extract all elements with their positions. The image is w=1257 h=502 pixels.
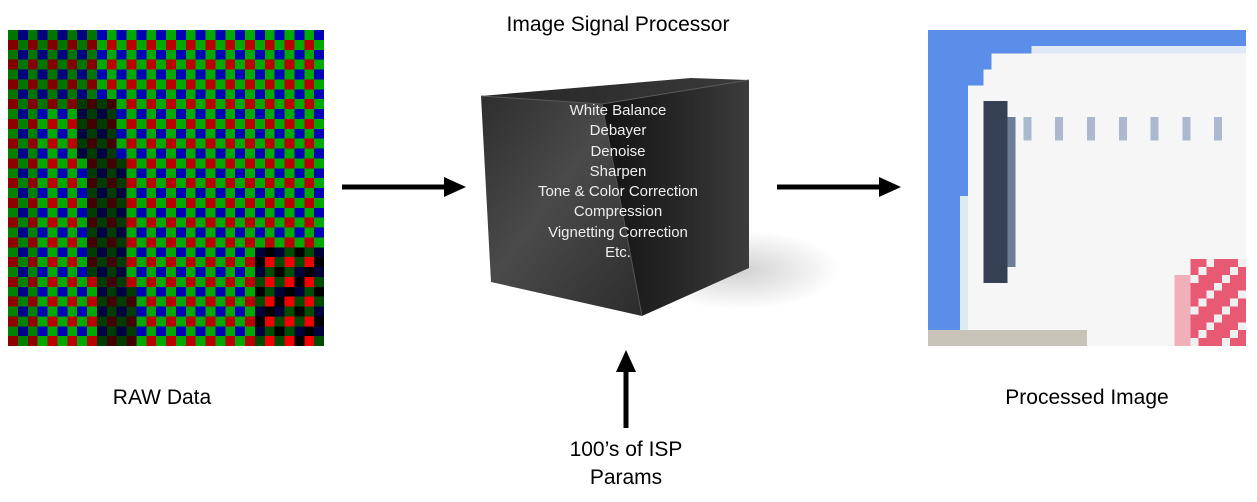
isp-cube-icon	[480, 78, 840, 317]
isp-params-label-line2: Params	[589, 466, 663, 489]
processing-step: Sharpen	[589, 162, 647, 180]
processing-step: Etc.	[605, 244, 631, 262]
isp-params-label-line1: 100’s of ISP	[569, 438, 683, 461]
raw-data-label: RAW Data	[112, 386, 212, 409]
processed-image	[928, 30, 1246, 346]
processing-step: Vignetting Correction	[548, 223, 688, 241]
isp-params-label: 100’s of ISP Params	[526, 436, 726, 492]
processing-step: Compression	[573, 203, 663, 221]
raw-to-isp-arrow	[342, 177, 466, 197]
processed-image-label: Processed Image	[1005, 386, 1169, 409]
processing-step: Tone & Color Correction	[537, 183, 699, 201]
processing-step: Debayer	[589, 122, 647, 140]
params-to-isp-arrow	[616, 350, 636, 428]
processing-step: Denoise	[590, 142, 646, 160]
diagram-title: Image Signal Processor	[506, 13, 730, 36]
isp-to-output-arrow	[777, 177, 901, 197]
raw-data-image	[8, 30, 324, 346]
processing-step: White Balance	[569, 102, 667, 119]
